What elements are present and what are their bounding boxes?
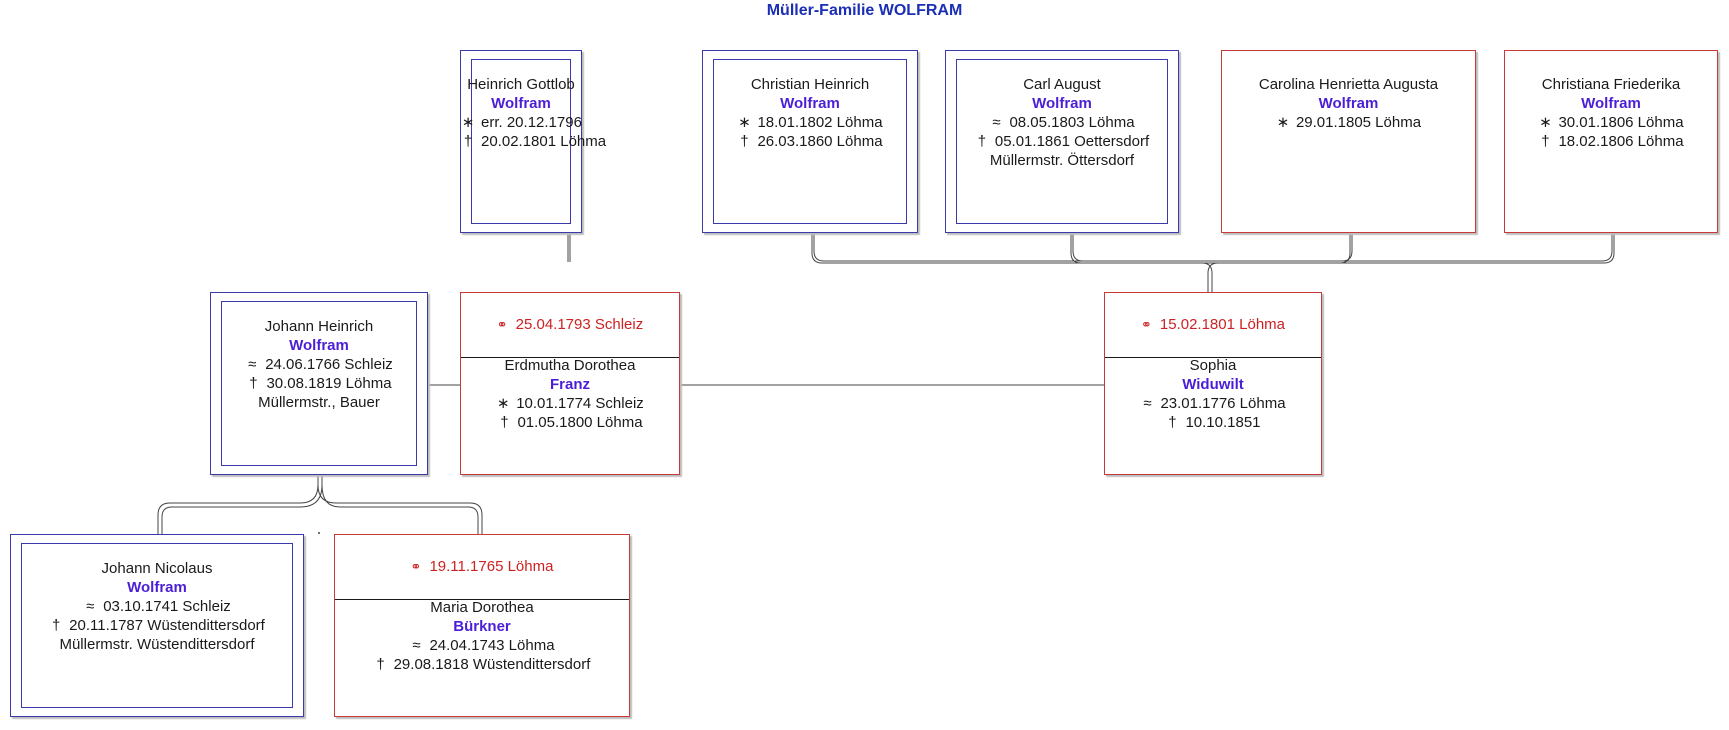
marriage-header: ⚭ 15.02.1801 Löhma [1105, 293, 1321, 358]
line-sophia-up [1207, 262, 1219, 293]
surname: Wolfram [127, 579, 187, 596]
line-carl [1070, 233, 1082, 264]
line-carl-2 [1072, 233, 1084, 262]
event-symbol-icon: † [1541, 133, 1550, 150]
line-johann-left [157, 475, 319, 534]
occupation-line: Müllermstr., Bauer [258, 394, 380, 411]
person-box-sophia[interactable]: ⚭ 15.02.1801 Löhma Sophia Widuwilt ≈23.01… [1104, 292, 1322, 475]
event-symbol-icon: † [51, 617, 61, 634]
given-name: Carolina Henrietta Augusta [1258, 76, 1439, 93]
line-siblings-bracket [811, 233, 1615, 264]
event-symbol-icon: ∗ [461, 114, 475, 131]
marriage-rings-icon: ⚭ [1140, 317, 1152, 332]
event-symbol-icon: ≈ [1143, 395, 1152, 412]
event-symbol-icon: † [463, 133, 473, 150]
death-line: †20.11.1787 Wüstendittersdorf [11, 616, 303, 635]
marriage-date: 15.02.1801 Löhma [1159, 316, 1285, 333]
given-name: Christian Heinrich [750, 76, 870, 93]
marriage-header: ⚭ 19.11.1765 Löhma [335, 535, 629, 600]
surname: Wolfram [491, 95, 551, 112]
person-box-carolina[interactable]: Carolina Henrietta Augusta Wolfram ∗29.0… [1221, 50, 1476, 233]
marriage-rings-icon: ⚭ [496, 317, 508, 332]
line-johann-left-2 [161, 475, 323, 534]
death-line: †18.02.1806 Löhma [1505, 132, 1717, 151]
surname: Wolfram [289, 337, 349, 354]
marriage-date: 25.04.1793 Schleiz [515, 316, 644, 333]
birth-line: ∗10.01.1774 Schleiz [496, 395, 644, 412]
death-line: †01.05.1800 Löhma [461, 413, 679, 432]
given-name: Erdmutha Dorothea [504, 357, 636, 374]
person-box-erdmutha[interactable]: ⚭ 25.04.1793 Schleiz Erdmutha Dorothea Fr… [460, 292, 680, 475]
line-johann-right [317, 475, 483, 534]
given-name: Carl August [1023, 76, 1101, 93]
person-box-christiana[interactable]: Christiana Friederika Wolfram ∗30.01.180… [1504, 50, 1718, 233]
event-symbol-icon: † [740, 133, 749, 150]
page-title: Müller-Familie WOLFRAM [766, 2, 963, 19]
person-box-maria-dorothea[interactable]: ⚭ 19.11.1765 Löhma Maria Dorothea Bürkner… [334, 534, 630, 717]
death-line: †05.01.1861 Oettersdorf [946, 132, 1178, 151]
stray-dot [318, 532, 320, 534]
event-symbol-icon: ≈ [86, 598, 95, 615]
baptism-line: ≈08.05.1803 Löhma [946, 113, 1178, 132]
line-siblings-bracket-2 [813, 233, 1613, 262]
birth-line: ∗29.01.1805 Löhma [1276, 114, 1422, 131]
baptism-line: ≈23.01.1776 Löhma [1105, 394, 1321, 413]
event-symbol-icon: † [249, 375, 258, 392]
event-symbol-icon: † [977, 133, 987, 150]
event-symbol-icon: ≈ [248, 356, 257, 373]
line-carolina-2 [1341, 233, 1353, 262]
event-symbol-icon: † [376, 656, 385, 673]
event-symbol-icon: ∗ [1539, 114, 1552, 131]
death-line: †30.08.1819 Löhma [211, 374, 427, 393]
person-box-christian-heinrich[interactable]: Christian Heinrich Wolfram ∗18.01.1802 L… [702, 50, 918, 233]
given-name: Johann Nicolaus [101, 560, 213, 577]
given-name: Heinrich Gottlob [467, 76, 575, 93]
person-box-johann-heinrich[interactable]: Johann Heinrich Wolfram ≈24.06.1766 Schl… [210, 292, 428, 475]
given-name: Sophia [1189, 357, 1237, 374]
surname: Wolfram [1318, 95, 1379, 112]
death-line: †10.10.1851 [1105, 413, 1321, 432]
marriage-rings-icon: ⚭ [410, 559, 422, 574]
event-symbol-icon: † [1168, 414, 1177, 431]
event-symbol-icon: ≈ [412, 637, 421, 654]
surname: Bürkner [453, 618, 511, 635]
surname: Wolfram [780, 95, 840, 112]
surname: Franz [549, 376, 590, 393]
marriage-header: ⚭ 25.04.1793 Schleiz [461, 293, 679, 358]
person-box-heinrich-gottlob[interactable]: Heinrich Gottlob Wolfram ∗err. 20.12.179… [460, 50, 606, 233]
surname: Wolfram [1032, 95, 1092, 112]
birth-line: ∗18.01.1802 Löhma [738, 114, 883, 131]
given-name: Christiana Friederika [1541, 76, 1681, 93]
baptism-line: ≈03.10.1741 Schleiz [11, 597, 303, 616]
death-line: †20.02.1801 Löhma [461, 132, 606, 151]
baptism-line: ≈24.06.1766 Schleiz [211, 355, 427, 374]
event-symbol-icon: ∗ [1276, 114, 1290, 131]
baptism-line: ≈24.04.1743 Löhma [335, 636, 629, 655]
death-line: †26.03.1860 Löhma [703, 132, 917, 151]
surname: Wolfram [1581, 95, 1641, 112]
birth-line: ∗30.01.1806 Löhma [1539, 114, 1684, 131]
death-line: †29.08.1818 Wüstendittersdorf [335, 655, 629, 674]
line-carolina [1339, 233, 1351, 264]
birth-line: ∗err. 20.12.1796 [461, 114, 582, 131]
event-symbol-icon: ∗ [738, 114, 751, 131]
event-symbol-icon: ∗ [496, 395, 510, 412]
marriage-date: 19.11.1765 Löhma [429, 558, 554, 575]
event-symbol-icon: † [500, 414, 509, 431]
given-name: Maria Dorothea [430, 599, 534, 616]
surname: Widuwilt [1182, 376, 1244, 393]
line-johann-right-2 [321, 475, 479, 534]
given-name: Johann Heinrich [264, 318, 374, 335]
line-sophia-up-2 [1201, 262, 1213, 293]
event-symbol-icon: ≈ [992, 114, 1001, 131]
occupation-line: Müllermstr. Öttersdorf [989, 152, 1135, 169]
person-box-carl-august[interactable]: Carl August Wolfram ≈08.05.1803 Löhma †0… [945, 50, 1179, 233]
person-box-johann-nicolaus[interactable]: Johann Nicolaus Wolfram ≈03.10.1741 Schl… [10, 534, 304, 717]
occupation-line: Müllermstr. Wüstendittersdorf [59, 636, 255, 653]
